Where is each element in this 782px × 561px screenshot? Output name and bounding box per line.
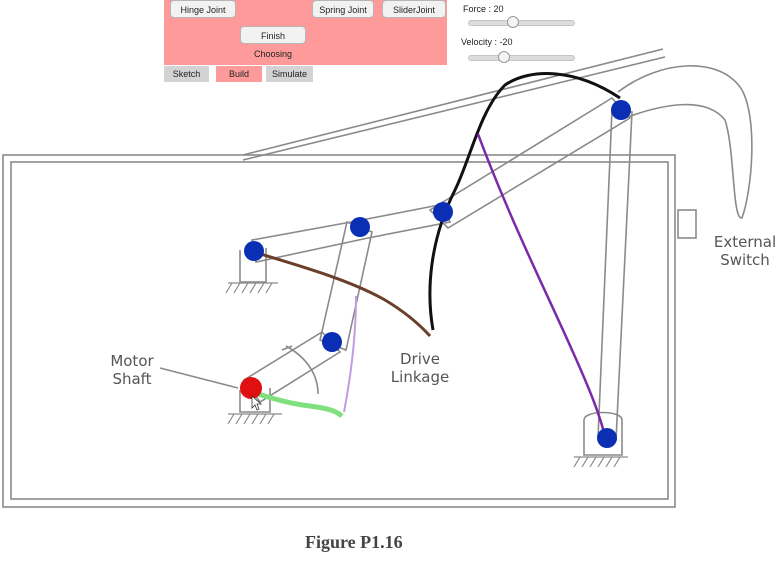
velocity-label: Velocity : -20: [461, 37, 513, 47]
tab-simulate[interactable]: Simulate: [266, 66, 313, 82]
green-stroke: [251, 389, 344, 418]
middle-link: [319, 220, 373, 352]
tab-sketch[interactable]: Sketch: [164, 66, 209, 82]
right-link: [597, 109, 633, 441]
motor-arrow: [159, 367, 239, 389]
spring-joint-button[interactable]: Spring Joint: [312, 0, 374, 18]
frame-inner: [10, 161, 669, 500]
joint-top-right[interactable]: [611, 100, 631, 120]
finish-choosing-button[interactable]: Finish Choosing: [240, 26, 306, 59]
joint-coupler-top[interactable]: [350, 217, 370, 237]
switch-arm: [617, 65, 753, 219]
black-stroke: [428, 72, 621, 331]
drive-label-line2: Linkage: [390, 368, 450, 386]
drive-linkage-label: Drive Linkage: [384, 350, 456, 386]
force-slider-thumb[interactable]: [507, 16, 520, 28]
joint-middle[interactable]: [322, 332, 342, 352]
ground-hatch-left: [225, 282, 278, 294]
switch-label-line2: Switch: [720, 251, 770, 269]
motor-label-line2: Shaft: [112, 370, 152, 388]
lavender-stroke: [343, 295, 357, 413]
switch-label-line1: External: [713, 233, 777, 251]
motor-label-line1: Motor: [110, 352, 154, 370]
joint-motor-shaft[interactable]: [240, 377, 262, 399]
upper-link: [428, 96, 632, 230]
force-slider-track[interactable]: [468, 20, 575, 26]
drive-label-line1: Drive: [400, 350, 440, 368]
brown-stroke: [253, 250, 432, 338]
pivot-left: [239, 248, 267, 283]
velocity-slider-thumb[interactable]: [497, 51, 510, 63]
external-switch-label: External Switch: [708, 233, 782, 269]
pivot-right: [583, 411, 623, 456]
coupler-link: [251, 203, 452, 263]
tab-build[interactable]: Build: [216, 66, 262, 82]
force-label: Force : 20: [463, 4, 504, 14]
rotation-arc: [285, 345, 319, 395]
drive-arrow: [281, 345, 293, 351]
hinge-joint-button[interactable]: Hinge Joint: [170, 0, 236, 18]
joint-left-pivot[interactable]: [244, 241, 264, 261]
slider-joint-button[interactable]: SliderJoint: [382, 0, 446, 18]
figure-drawing: [2, 48, 753, 508]
purple-stroke: [476, 133, 608, 441]
ground-hatch-motor: [227, 413, 282, 425]
motor-shaft-label: Motor Shaft: [100, 352, 164, 388]
lid-lever-bottom: [242, 56, 666, 161]
external-switch-block: [677, 209, 697, 239]
mouse-cursor: [251, 395, 263, 411]
joint-right-pivot[interactable]: [597, 428, 617, 448]
ground-hatch-right: [573, 456, 628, 468]
joint-coupler-right[interactable]: [433, 202, 453, 222]
figure-caption: Figure P1.16: [305, 532, 403, 552]
frame-outer: [2, 154, 676, 508]
velocity-slider-track[interactable]: [468, 55, 575, 61]
tool-panel: Hinge Joint Spring Joint SliderJoint Fin…: [164, 0, 447, 65]
lid-lever-top: [242, 48, 664, 156]
